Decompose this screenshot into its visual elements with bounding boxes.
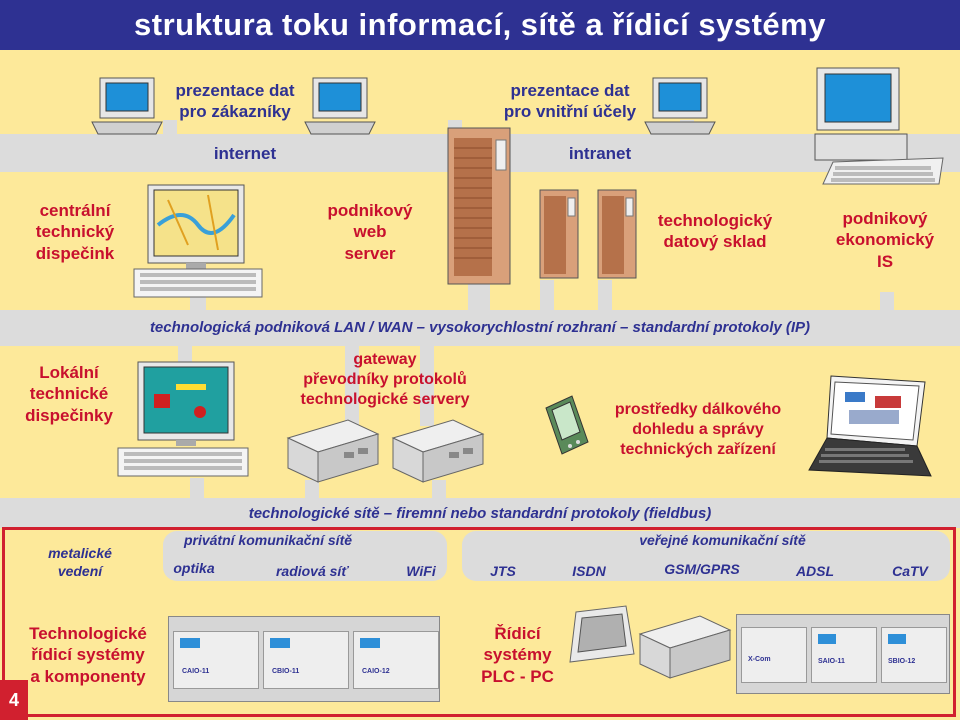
label-private-title: privátní komunikační sítě <box>183 532 353 548</box>
network-radio: radiová síť <box>275 563 349 579</box>
server-tower-icon <box>539 189 579 279</box>
process-workstation-icon <box>117 361 249 477</box>
public-network-pill <box>462 531 950 581</box>
label-fieldbus: technologické sítě – firemní nebo standa… <box>248 505 712 522</box>
connector <box>598 280 612 312</box>
io-module-label: SBIO-12 <box>888 658 916 665</box>
io-module-label: CAIO-11 <box>182 668 210 675</box>
io-modules-right: X-Com SAIO-11 SBIO-12 <box>736 614 950 694</box>
server-tower-icon <box>597 189 637 279</box>
gateway-box-icon <box>391 419 485 483</box>
io-module-label: CAIO-12 <box>362 668 390 675</box>
io-module: SAIO-11 <box>811 627 877 683</box>
network-wifi: WiFi <box>406 563 436 579</box>
io-module: SBIO-12 <box>881 627 947 683</box>
network-optika: optika <box>173 560 215 576</box>
connector <box>420 346 434 426</box>
connector <box>305 480 319 500</box>
computer-icon <box>644 77 716 135</box>
lan-bus <box>0 310 960 346</box>
connector <box>345 346 359 426</box>
io-modules-left: CAIO-11 CBIO-11 CAIO-12 <box>168 616 440 702</box>
label-intranet: intranet <box>568 144 632 163</box>
touch-panel-icon <box>569 605 635 663</box>
connector <box>190 478 204 500</box>
io-module: CBIO-11 <box>263 631 349 689</box>
io-module: X-Com <box>741 627 807 683</box>
io-module-label: CBIO-11 <box>272 668 300 675</box>
computer-icon <box>91 77 163 135</box>
network-isdn: ISDN <box>572 563 606 579</box>
network-jts: JTS <box>490 563 516 579</box>
io-module-label: X-Com <box>748 656 771 663</box>
private-network-pill <box>163 531 447 581</box>
connector <box>540 280 554 312</box>
page-number: 4 <box>0 680 28 720</box>
connector <box>178 346 192 366</box>
io-module: CAIO-12 <box>353 631 439 689</box>
components-frame <box>2 527 956 717</box>
io-module-label: SAIO-11 <box>818 658 845 665</box>
label-internet: internet <box>213 144 277 163</box>
connector <box>880 292 894 312</box>
title-bar <box>0 0 960 50</box>
network-gsm: GSM/GPRS <box>664 561 740 577</box>
fieldbus-bus <box>0 498 960 528</box>
connector <box>163 120 177 136</box>
map-workstation-icon <box>133 184 263 298</box>
server-tower-icon <box>447 127 511 285</box>
pda-icon <box>545 395 589 455</box>
laptop-icon <box>808 375 932 477</box>
label-public-title: veřejné komunikační sítě <box>639 532 806 548</box>
io-module: CAIO-11 <box>173 631 259 689</box>
plc-box-icon <box>638 615 732 679</box>
gateway-box-icon <box>286 419 380 483</box>
connector <box>432 480 446 500</box>
computer-icon <box>304 77 376 135</box>
network-catv: CaTV <box>892 563 928 579</box>
network-adsl: ADSL <box>795 563 835 579</box>
workstation-icon <box>814 67 944 185</box>
label-lan: technologická podniková LAN / WAN – vyso… <box>149 319 811 336</box>
page-title: struktura toku informací, sítě a řídicí … <box>134 7 826 42</box>
